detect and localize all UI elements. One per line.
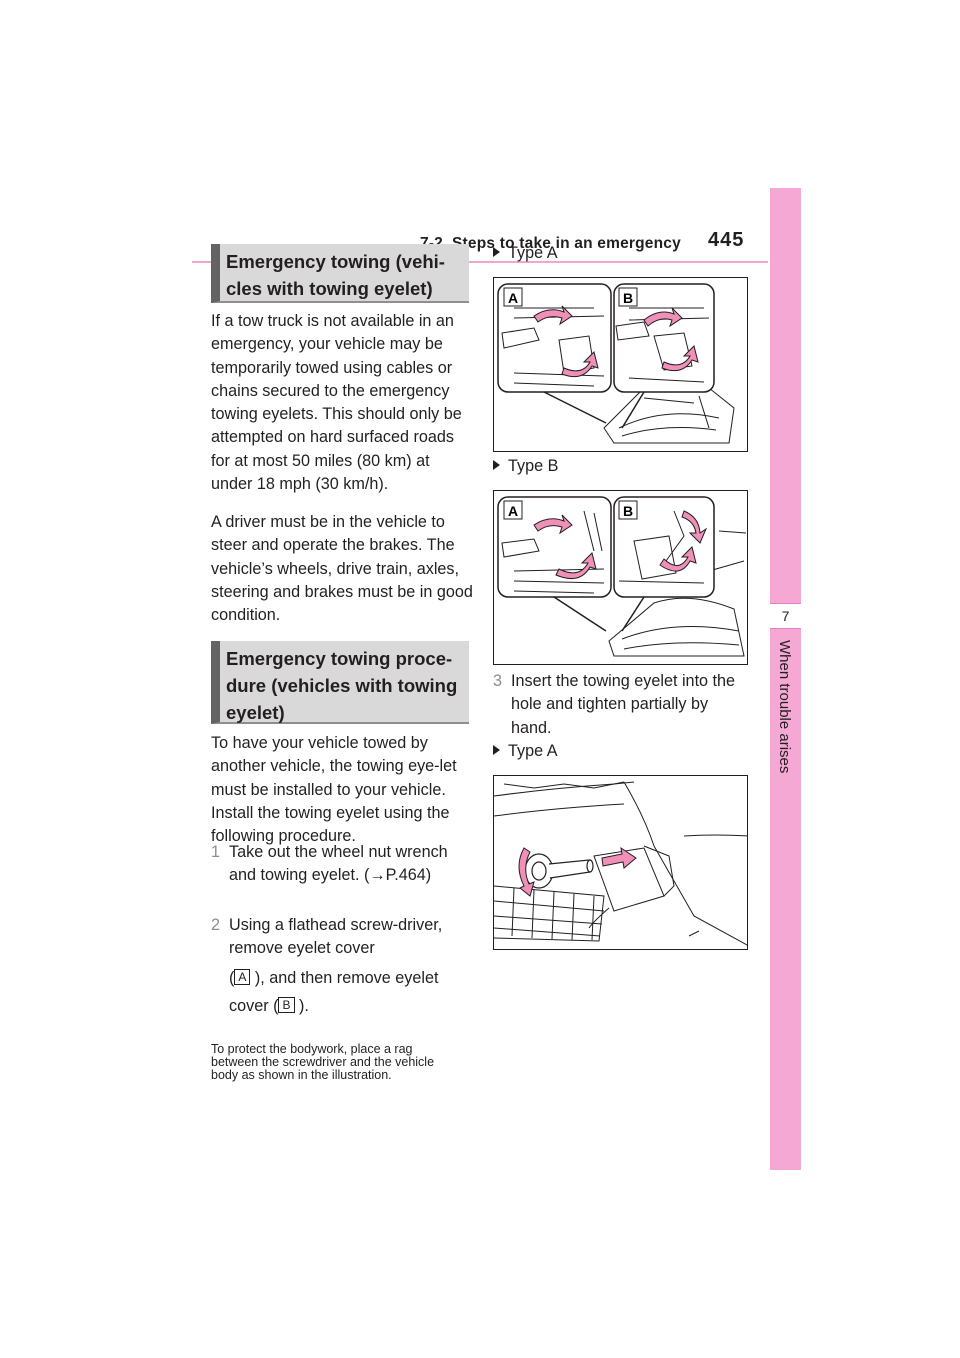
- step-text: Take out the wheel nut wrench and towing…: [229, 843, 448, 885]
- triangle-bullet-icon: [493, 460, 500, 470]
- paragraph-tow-truck: If a tow truck is not available in an em…: [211, 312, 462, 494]
- header-rule: [192, 261, 768, 263]
- chapter-number: 7: [781, 608, 790, 624]
- towing-eyelet-illustration: [494, 781, 747, 946]
- figure-label-a: A: [508, 503, 518, 519]
- heading-line: cles with towing eyelet): [226, 278, 433, 299]
- heading-line: dure (vehicles with towing: [226, 675, 458, 696]
- type-label: Type A: [508, 742, 558, 760]
- figure-label-b: B: [623, 503, 633, 519]
- step-number: 2: [211, 916, 221, 934]
- chapter-title: When trouble arises: [776, 640, 793, 774]
- section-heading-towing-procedure: Emergency towing proce- dure (vehicles w…: [211, 641, 469, 724]
- illustration-type-b-cover-removal: A B: [493, 490, 748, 665]
- car-front-illustration: A B: [497, 496, 747, 657]
- heading-line: Emergency towing (vehi-: [226, 251, 445, 272]
- chapter-number-box: 7: [770, 603, 801, 629]
- page-number: 445: [708, 229, 745, 251]
- paragraph-driver: A driver must be in the vehicle to steer…: [211, 513, 473, 625]
- page-header-title: 7-2. Steps to take in an emergency: [420, 235, 681, 252]
- step-text: Using a flathead screw-driver, remove ey…: [229, 916, 443, 958]
- heading-line: Emergency towing proce-: [226, 648, 453, 669]
- step-text: Insert the towing eyelet into the hole a…: [511, 672, 736, 737]
- figure-label-b: B: [623, 290, 633, 306]
- step-2-cover-b-line: cover (B ).: [229, 997, 309, 1015]
- car-front-illustration: A B: [497, 283, 735, 444]
- triangle-bullet-icon: [493, 247, 500, 257]
- note-text: To protect the bodywork, place a rag bet…: [211, 1042, 435, 1083]
- label-b-box: B: [278, 997, 295, 1013]
- triangle-bullet-icon: [493, 745, 500, 755]
- type-a-heading: Type A: [493, 244, 558, 263]
- type-b-heading: Type B: [493, 457, 558, 476]
- type-label: Type B: [508, 457, 559, 475]
- heading-line: eyelet): [226, 702, 285, 723]
- type-label: Type A: [508, 244, 558, 262]
- type-a-heading-2: Type A: [493, 742, 558, 761]
- step-number: 3: [493, 672, 503, 690]
- figure-label-a: A: [508, 290, 518, 306]
- step-number: 1: [211, 843, 221, 861]
- illustration-eyelet-installation: [493, 775, 748, 950]
- illustration-type-a-cover-removal: A B: [493, 277, 748, 452]
- paragraph-procedure-intro: To have your vehicle towed by another ve…: [211, 734, 457, 846]
- chapter-side-tab: [770, 188, 801, 1170]
- label-a-box: A: [234, 969, 251, 985]
- section-heading-emergency-towing: Emergency towing (vehi- cles with towing…: [211, 244, 469, 303]
- step-2-cover-a-line: (A ), and then remove eyelet: [229, 969, 439, 987]
